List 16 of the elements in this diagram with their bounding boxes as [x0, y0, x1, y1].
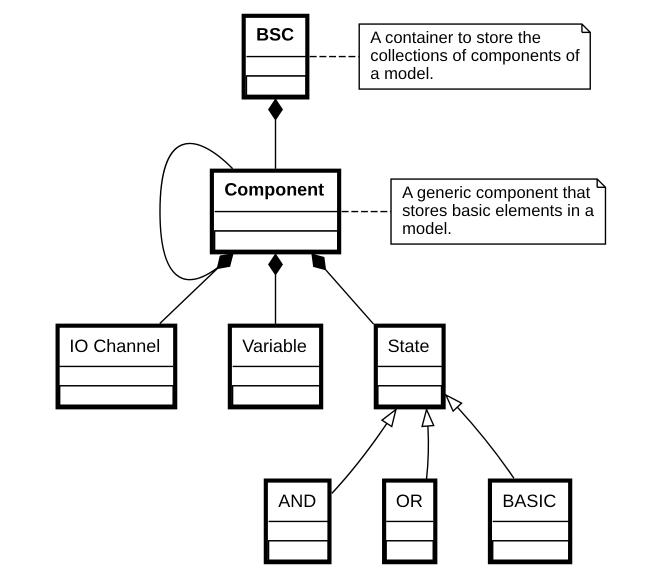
node-box: Variable [228, 324, 324, 410]
connector [268, 253, 283, 324]
node-box: OR [382, 478, 438, 564]
connector [268, 98, 283, 169]
arrow [444, 394, 514, 479]
node-box: Component [210, 168, 342, 254]
node-box: BASIC [488, 478, 572, 564]
arrow [331, 408, 398, 494]
connector [342, 210, 391, 212]
node-box: BSC [242, 14, 310, 100]
connector [310, 56, 359, 58]
node-box: IO Channel [56, 324, 178, 410]
node-box: State [374, 324, 446, 410]
arrow [421, 407, 435, 479]
connector [311, 254, 374, 325]
node-box: AND [264, 478, 332, 564]
